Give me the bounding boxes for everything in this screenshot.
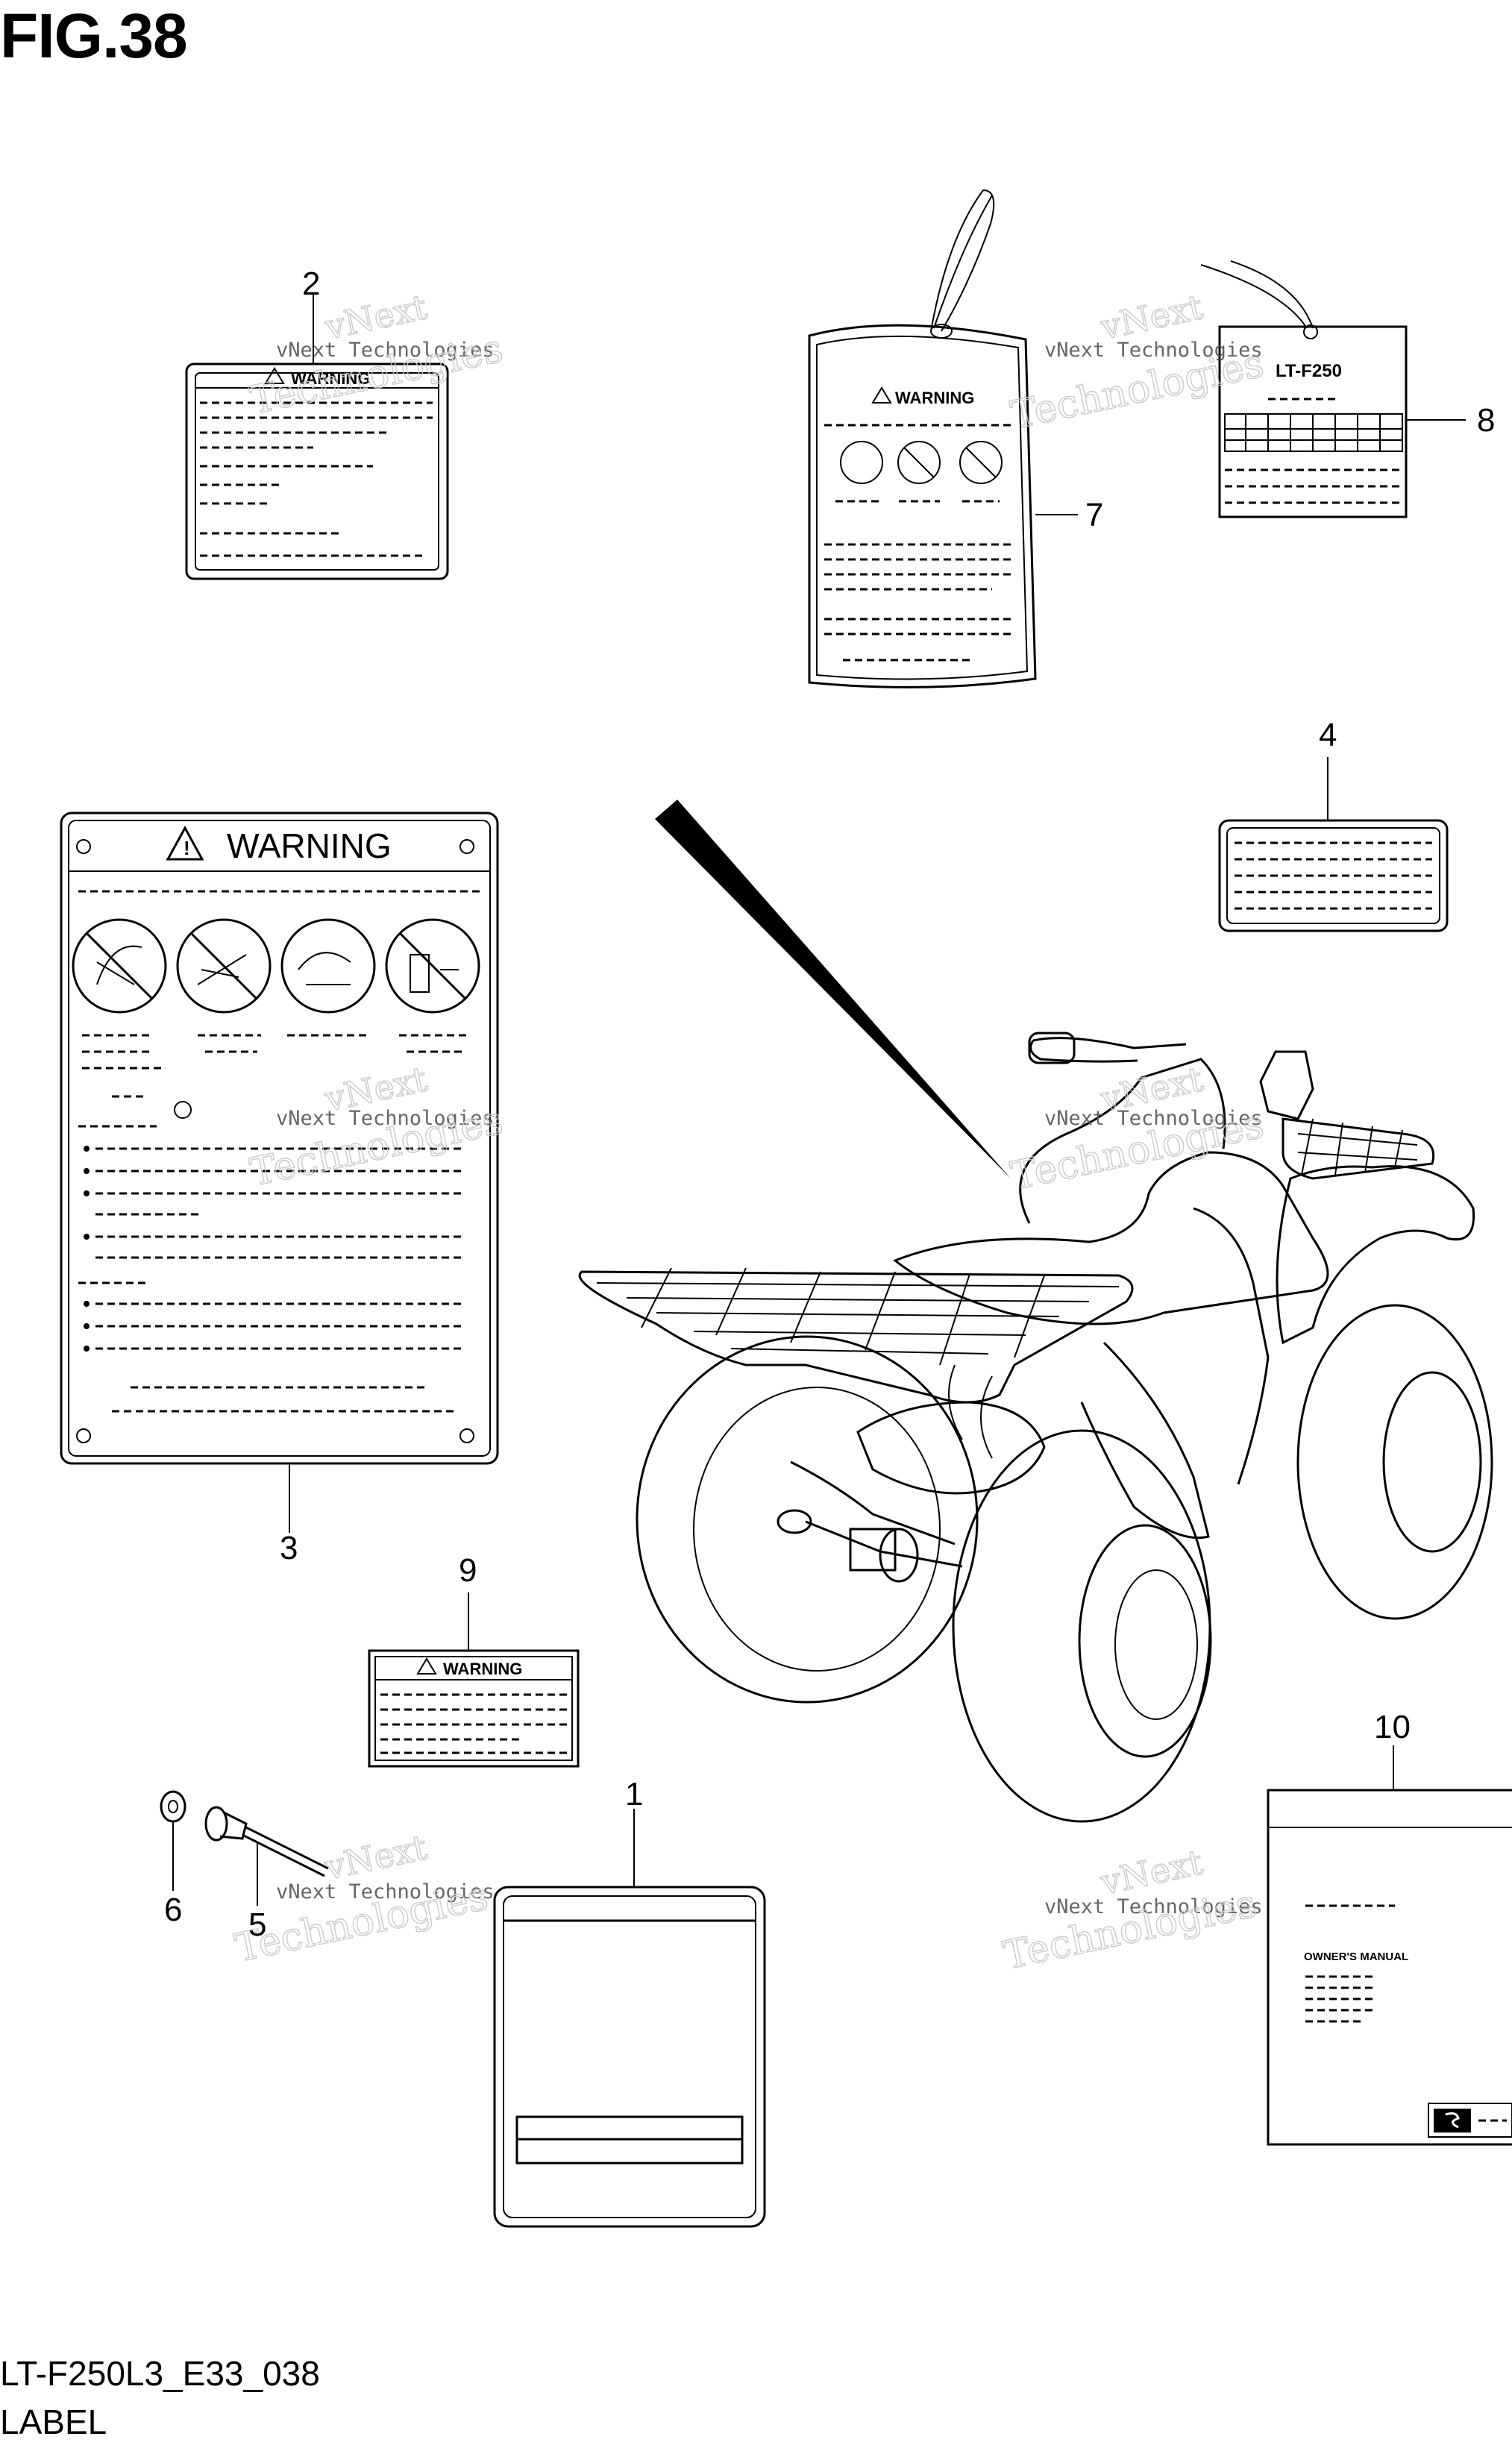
part-2-warning-text: WARNING: [291, 369, 370, 388]
part-5-rivet[interactable]: [204, 1806, 329, 1906]
svg-text:vNext Technologies: vNext Technologies: [276, 1880, 495, 1904]
svg-text:vNext Technologies: vNext Technologies: [1044, 1107, 1263, 1130]
callout-7[interactable]: 7: [1085, 497, 1103, 533]
callout-6[interactable]: 6: [164, 1892, 182, 1928]
part-4-label[interactable]: [1218, 757, 1449, 932]
figure-caption: LABEL: [0, 2403, 107, 2441]
svg-text:vNext Technologies: vNext Technologies: [276, 339, 495, 362]
svg-text:vNext Technologies: vNext Technologies: [1044, 339, 1263, 362]
svg-text:!: !: [183, 837, 190, 859]
atv-illustration: [578, 1032, 1493, 1823]
callout-4[interactable]: 4: [1319, 717, 1337, 753]
part-3-warning-label[interactable]: ! WARNING: [60, 812, 499, 1533]
callout-10[interactable]: 10: [1374, 1709, 1411, 1745]
part-9-warning-label[interactable]: WARNING: [368, 1592, 580, 1768]
part-3-warning-text: WARNING: [227, 826, 392, 865]
svg-text:vNext: vNext: [321, 1827, 431, 1888]
svg-text:vNext Technologies: vNext Technologies: [276, 1107, 495, 1130]
part-8-model-tag[interactable]: LT-F250: [1200, 260, 1466, 518]
part-8-model-text: LT-F250: [1276, 361, 1342, 381]
part-10-owners-manual[interactable]: OWNER'S MANUAL: [1267, 1745, 1512, 2146]
callout-1[interactable]: 1: [625, 1776, 643, 1813]
svg-text:vNext: vNext: [1097, 1842, 1207, 1903]
part-6-washer[interactable]: [160, 1790, 186, 1891]
part-9-warning-text: WARNING: [443, 1660, 522, 1678]
callout-5[interactable]: 5: [248, 1906, 266, 1943]
watermark: vNext Technologies vNext Technologies vN…: [230, 286, 1268, 1979]
callout-2[interactable]: 2: [302, 266, 320, 302]
part-10-manual-text: OWNER'S MANUAL: [1304, 1950, 1408, 1963]
callout-3[interactable]: 3: [280, 1530, 298, 1566]
part-2-warning-label[interactable]: WARNING: [185, 295, 449, 580]
svg-text:vNext Technologies: vNext Technologies: [1044, 1895, 1263, 1918]
part-7-hang-tag[interactable]: WARNING: [808, 189, 1078, 688]
callout-9[interactable]: 9: [459, 1552, 477, 1589]
callout-8[interactable]: 8: [1477, 402, 1495, 439]
pointer-wedge: [655, 800, 1011, 1179]
part-1-label[interactable]: [493, 1809, 766, 2228]
part-7-warning-text: WARNING: [895, 389, 974, 407]
figure-code: LT-F250L3_E33_038: [0, 2354, 320, 2393]
figure-title: FIG.38: [0, 1, 188, 71]
